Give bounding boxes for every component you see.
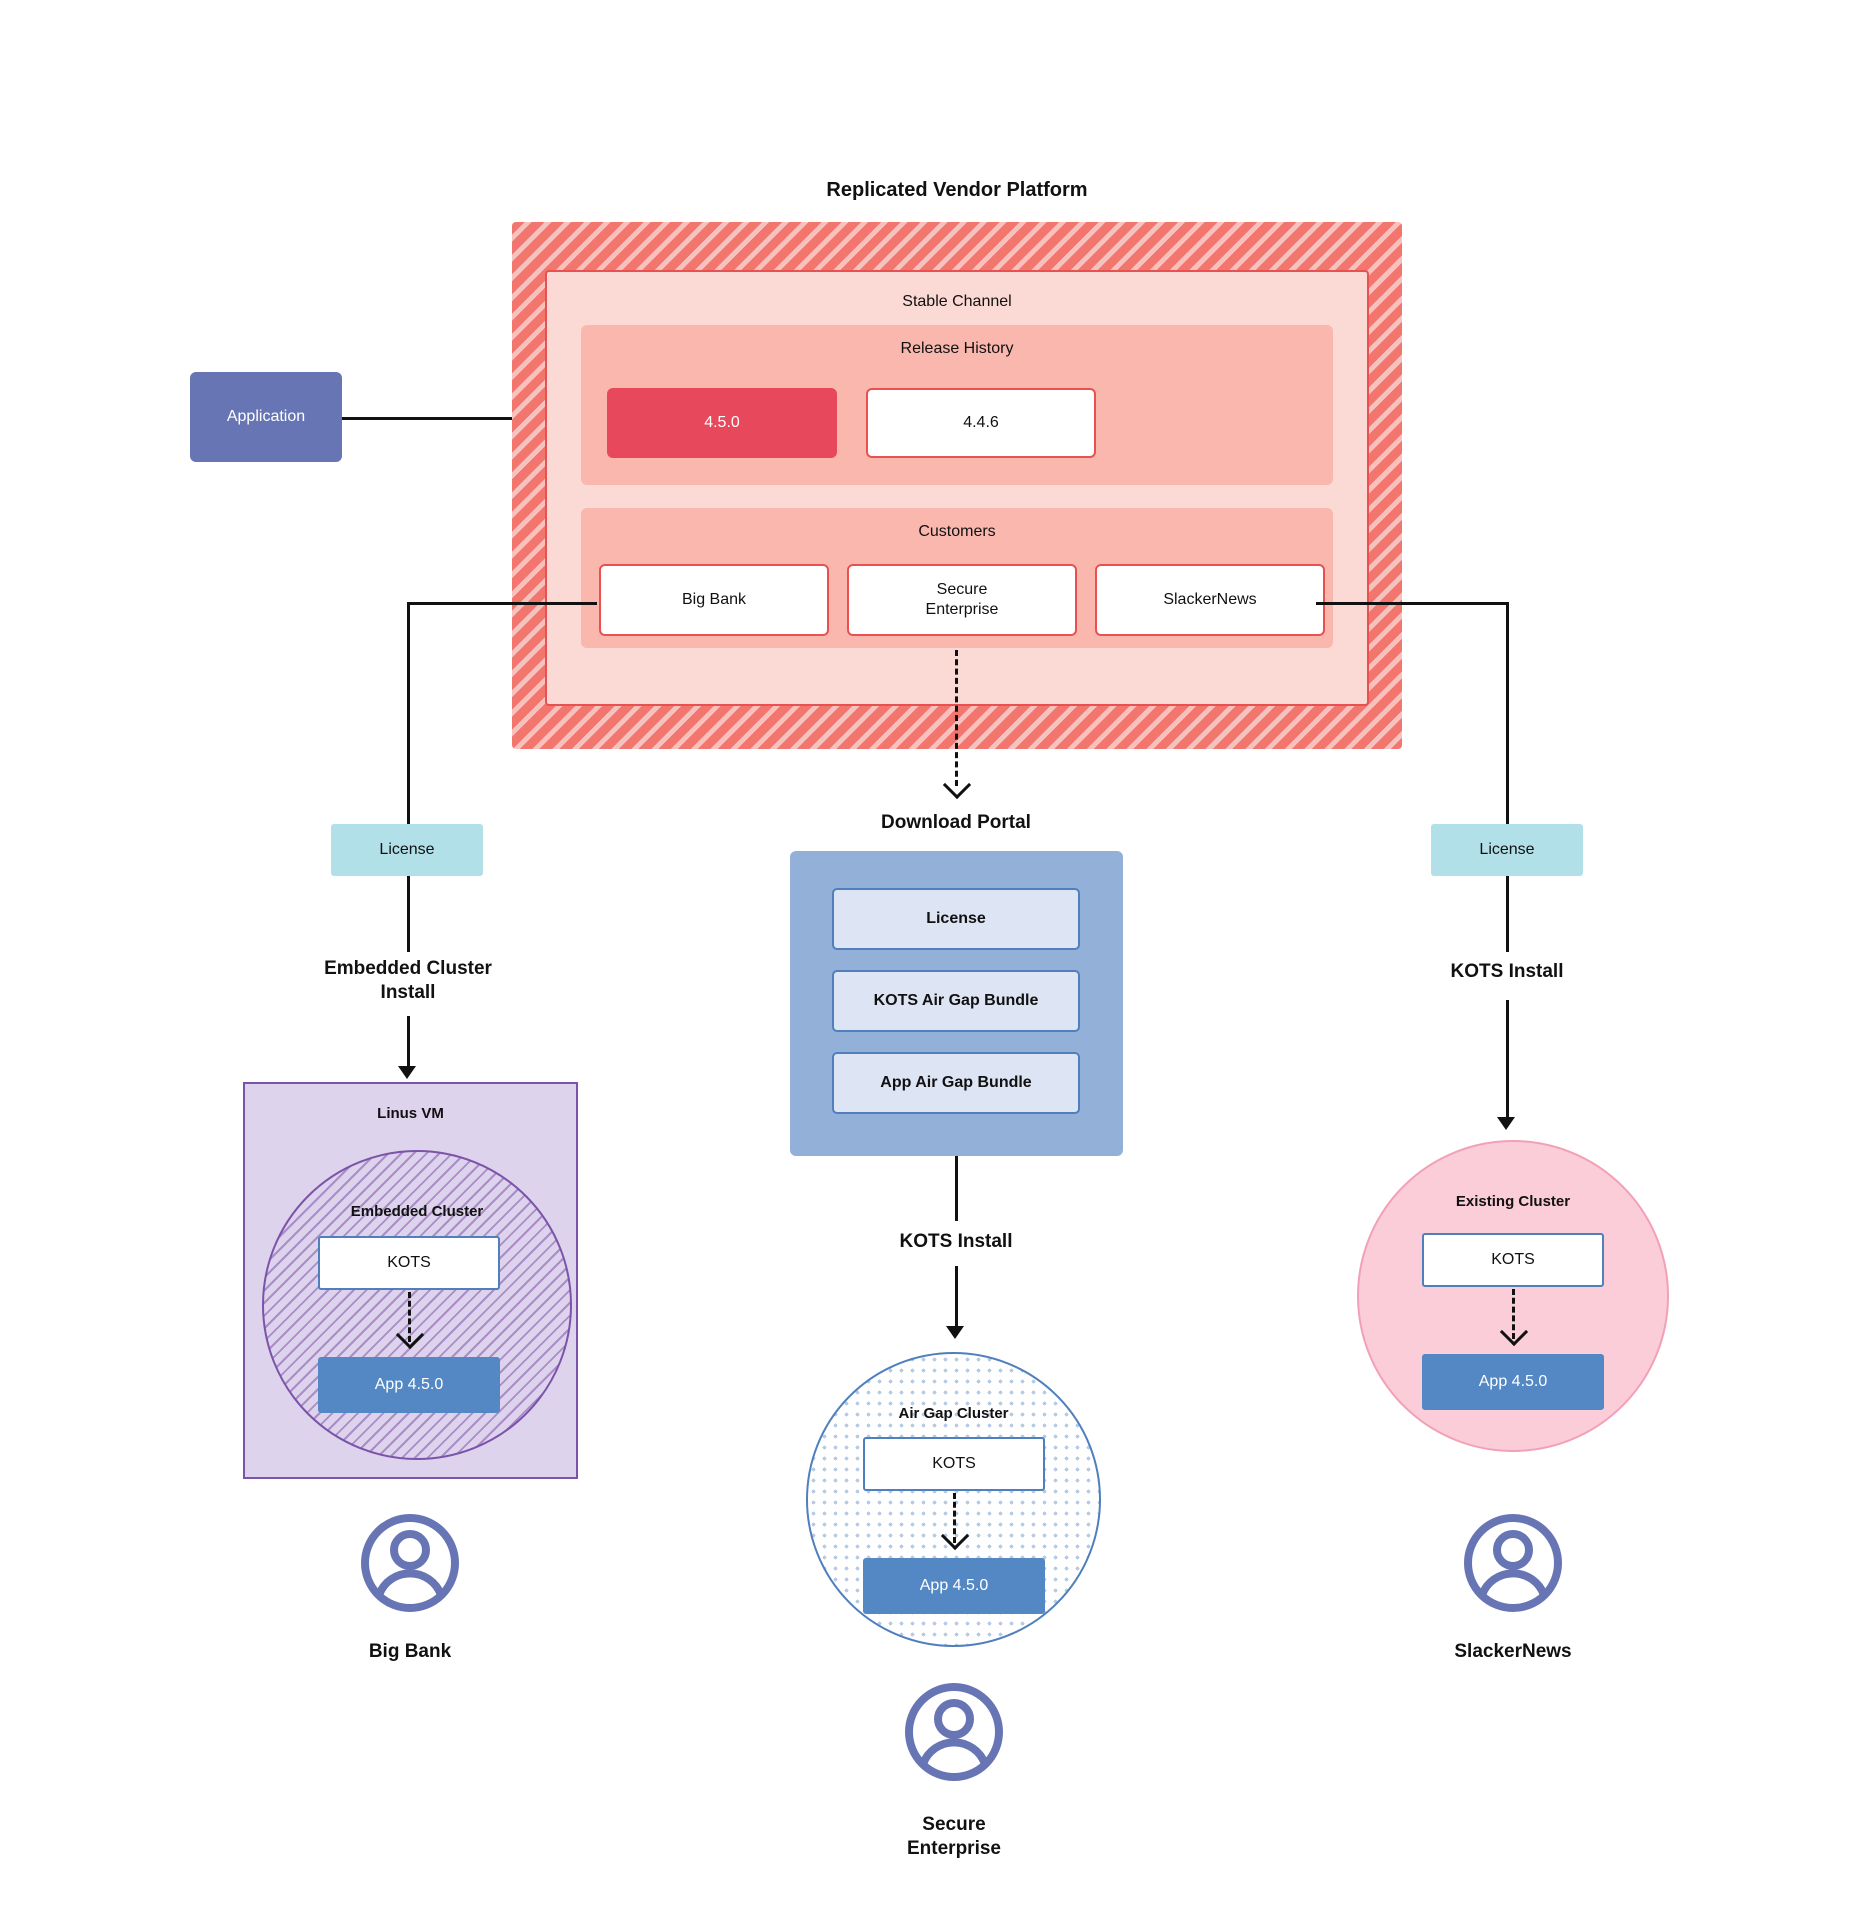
kots-chip-existing[interactable]: KOTS [1422,1233,1604,1287]
middle-flow-arrowhead [946,1326,964,1339]
stable-channel-label: Stable Channel [902,293,1012,310]
customer-chip-secure-enterprise[interactable]: Secure Enterprise [847,564,1077,636]
portal-item-kots-air-gap-bundle[interactable]: KOTS Air Gap Bundle [832,970,1080,1032]
download-portal-container: License KOTS Air Gap Bundle App Air Gap … [790,851,1123,1156]
big-bank-connector-horizontal [407,602,597,605]
release-chip-previous[interactable]: 4.4.6 [866,388,1096,458]
kots-label: KOTS [932,1455,976,1472]
release-history-panel: Release History 4.5.0 4.4.6 [581,325,1333,485]
existing-kots-to-app-dashed [1512,1289,1515,1339]
license-label: License [1479,841,1535,858]
embedded-cluster-label: Embedded Cluster [350,1202,484,1220]
avatar-slackernews [1461,1511,1565,1615]
customer-name-label: Secure Enterprise [925,581,999,618]
app-version-label: App 4.5.0 [1478,1373,1548,1390]
avatar-big-bank [358,1511,462,1615]
secure-enterprise-to-portal-dashed [955,650,958,786]
customer-chip-slackernews[interactable]: SlackerNews [1095,564,1325,636]
persona-label-slackernews: SlackerNews [1454,1641,1572,1663]
kots-label: KOTS [387,1254,431,1271]
persona-label-secure-enterprise: Secure Enterprise [907,1814,1001,1859]
portal-item-label: License [926,910,986,927]
kots-chip-embedded[interactable]: KOTS [318,1236,500,1290]
flow-to-air-gap-cluster-line [955,1266,958,1330]
customer-chip-big-bank[interactable]: Big Bank [599,564,829,636]
right-flow-label: KOTS Install [1450,961,1564,983]
portal-item-app-air-gap-bundle[interactable]: App Air Gap Bundle [832,1052,1080,1114]
embedded-cluster-circle: Embedded Cluster [262,1150,572,1460]
customer-name-label: Big Bank [681,591,747,608]
release-history-label: Release History [900,340,1014,357]
diagram-title: Replicated Vendor Platform [826,178,1088,201]
slackernews-connector-vertical [1506,602,1509,824]
right-license-to-flow-line [1506,876,1509,952]
embedded-kots-to-app-dashed [408,1292,411,1342]
linux-vm-label: Linus VM [377,1104,444,1122]
application-box[interactable]: Application [190,372,342,462]
kots-chip-air-gap[interactable]: KOTS [863,1437,1045,1491]
application-label: Application [226,408,306,425]
release-chip-current[interactable]: 4.5.0 [607,388,837,458]
existing-cluster-label: Existing Cluster [1455,1192,1571,1210]
customers-label: Customers [918,523,996,540]
avatar-secure-enterprise [902,1680,1006,1784]
persona-label-big-bank: Big Bank [368,1641,452,1663]
portal-item-label: App Air Gap Bundle [880,1074,1032,1091]
big-bank-connector-vertical [407,602,410,824]
kots-label: KOTS [1491,1251,1535,1268]
release-version-label: 4.5.0 [704,414,740,431]
application-to-release-line [342,417,604,420]
portal-item-label: KOTS Air Gap Bundle [873,992,1039,1009]
middle-flow-label: KOTS Install [899,1231,1013,1253]
secure-enterprise-to-portal-chevron [942,770,972,800]
app-version-label: App 4.5.0 [374,1376,444,1393]
license-chip-left[interactable]: License [331,824,483,876]
right-flow-to-cluster-line [1506,1000,1509,1120]
license-chip-right[interactable]: License [1431,824,1583,876]
slackernews-connector-horizontal [1316,602,1508,605]
air-gap-kots-to-app-dashed [953,1493,956,1543]
portal-item-license[interactable]: License [832,888,1080,950]
portal-to-flow-line [955,1156,958,1221]
left-flow-arrowhead [398,1066,416,1079]
left-license-to-flow-line [407,876,410,952]
customer-name-label: SlackerNews [1163,591,1257,608]
app-chip-embedded[interactable]: App 4.5.0 [318,1357,500,1413]
air-gap-cluster-label: Air Gap Cluster [898,1404,1009,1422]
left-flow-label: Embedded Cluster Install [324,958,492,1003]
release-version-label: 4.4.6 [963,414,999,431]
app-chip-existing[interactable]: App 4.5.0 [1422,1354,1604,1410]
app-version-label: App 4.5.0 [919,1577,989,1594]
customers-panel: Customers Big Bank Secure Enterprise Sla… [581,508,1333,648]
right-flow-arrowhead [1497,1117,1515,1130]
license-label: License [379,841,435,858]
app-chip-air-gap[interactable]: App 4.5.0 [863,1558,1045,1614]
left-flow-to-vm-line [407,1016,410,1068]
download-portal-title: Download Portal [881,812,1031,834]
